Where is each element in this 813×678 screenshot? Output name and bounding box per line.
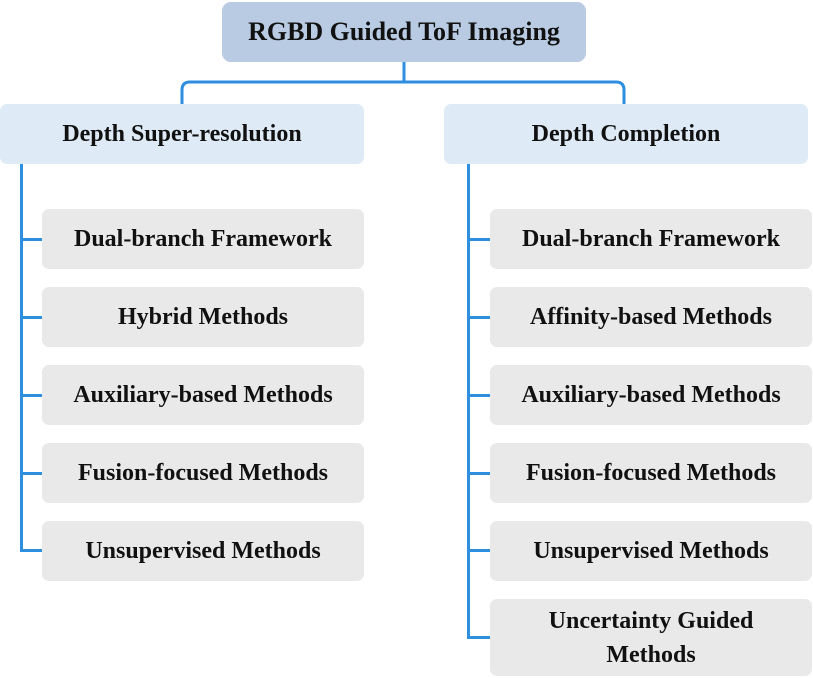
leaf-label: Dual-branch Framework	[522, 226, 780, 252]
root-connector	[180, 62, 626, 105]
leaf-label: Fusion-focused Methods	[77, 460, 329, 486]
leaf-label: Fusion-focused Methods	[525, 460, 777, 486]
leaf-node: Uncertainty Guided Methods	[490, 599, 812, 676]
left-spine	[20, 164, 23, 552]
right-tick-5	[467, 549, 490, 552]
leaf-label: Auxiliary-based Methods	[521, 382, 781, 408]
left-tick-4	[20, 472, 42, 475]
root-title: RGBD Guided ToF Imaging	[248, 17, 560, 46]
leaf-node: Dual-branch Framework	[42, 209, 364, 269]
right-tick-1	[467, 238, 490, 241]
leaf-node: Fusion-focused Methods	[490, 443, 812, 503]
leaf-label: Unsupervised Methods	[85, 538, 321, 564]
right-tick-4	[467, 472, 490, 475]
branch-depth-completion: Depth Completion	[444, 104, 808, 164]
leaf-label: Uncertainty Guided Methods	[548, 607, 754, 668]
leaf-node: Fusion-focused Methods	[42, 443, 364, 503]
left-tick-2	[20, 316, 42, 319]
right-tick-3	[467, 394, 490, 397]
leaf-node: Unsupervised Methods	[42, 521, 364, 581]
leaf-label: Auxiliary-based Methods	[73, 382, 333, 408]
left-tick-5	[20, 549, 42, 552]
leaf-node: Dual-branch Framework	[490, 209, 812, 269]
leaf-label: Dual-branch Framework	[74, 226, 332, 252]
branch-label: Depth Completion	[531, 120, 721, 147]
leaf-node: Hybrid Methods	[42, 287, 364, 347]
leaf-label: Unsupervised Methods	[533, 538, 769, 564]
left-tick-1	[20, 238, 42, 241]
leaf-node: Auxiliary-based Methods	[42, 365, 364, 425]
leaf-node: Unsupervised Methods	[490, 521, 812, 581]
right-spine	[467, 164, 470, 639]
root-node: RGBD Guided ToF Imaging	[222, 2, 586, 62]
leaf-node: Affinity-based Methods	[490, 287, 812, 347]
left-tick-3	[20, 394, 42, 397]
leaf-node: Auxiliary-based Methods	[490, 365, 812, 425]
branch-label: Depth Super-resolution	[62, 120, 302, 147]
right-tick-2	[467, 316, 490, 319]
branch-depth-super-resolution: Depth Super-resolution	[0, 104, 364, 164]
leaf-label: Affinity-based Methods	[529, 304, 772, 330]
leaf-label: Hybrid Methods	[117, 304, 288, 330]
right-tick-6	[467, 636, 490, 639]
